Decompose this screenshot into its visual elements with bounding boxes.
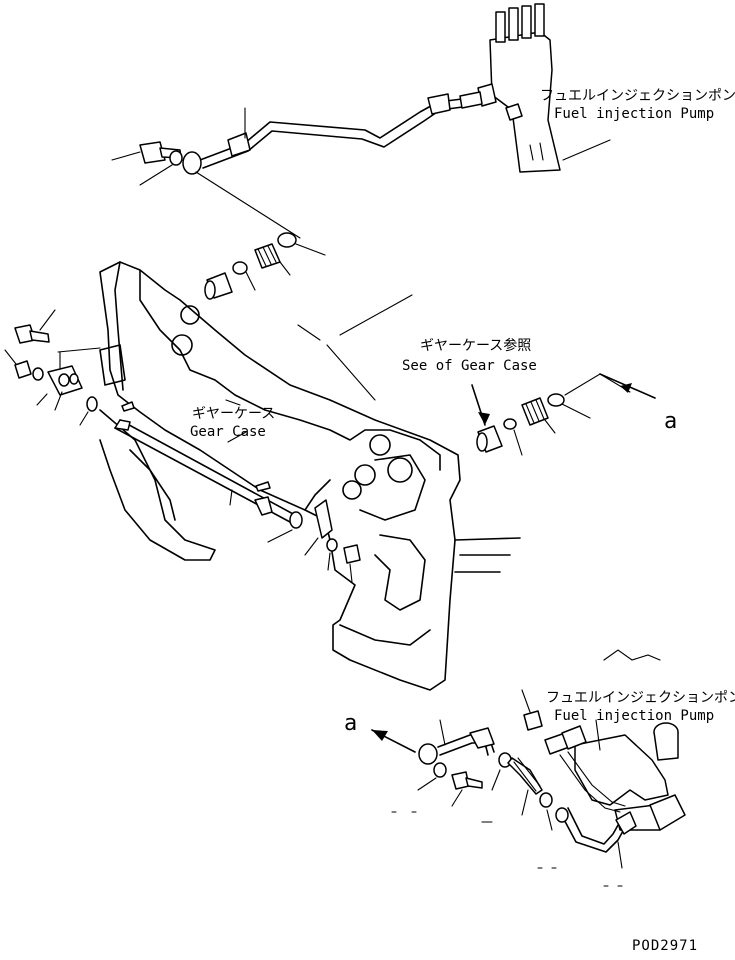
bellows-top bbox=[254, 243, 291, 276]
control-rod bbox=[114, 419, 296, 523]
pump-bottom-label-en: Fuel injection Pump bbox=[554, 708, 714, 724]
nut-top bbox=[505, 103, 523, 121]
marker-a-right: a bbox=[664, 409, 677, 434]
fuel-tube-bottom bbox=[555, 807, 637, 869]
washer-rod bbox=[267, 511, 303, 543]
see-gear-case-label-en: See of Gear Case bbox=[402, 358, 537, 374]
pump-top-label-jp: フュエルインジェクションポンプ bbox=[540, 88, 735, 104]
washer-bottom bbox=[417, 762, 447, 791]
clamp-top bbox=[277, 232, 326, 256]
clamp-right bbox=[503, 418, 523, 456]
washer-left-2 bbox=[79, 396, 98, 426]
washer-bottom-3 bbox=[539, 792, 553, 831]
nut-bottom bbox=[521, 689, 543, 731]
drawing-code: POD2971 bbox=[632, 938, 698, 954]
lever bbox=[304, 499, 333, 556]
fuel-tube-top bbox=[199, 91, 483, 169]
clamp-top-2 bbox=[232, 261, 256, 291]
washer-left bbox=[32, 367, 44, 381]
nut-lever bbox=[343, 544, 361, 583]
banjo-bolt-top bbox=[111, 141, 183, 186]
gear-case-label-en: Gear Case bbox=[190, 424, 266, 440]
key-pin-1 bbox=[121, 401, 135, 412]
washer-lever bbox=[326, 538, 338, 571]
fuel-injection-pump-bottom bbox=[574, 649, 686, 831]
pump-top-label-en: Fuel injection Pump bbox=[554, 106, 714, 122]
nut-left bbox=[4, 349, 32, 379]
gear-case bbox=[99, 261, 521, 691]
sleeve-top bbox=[204, 272, 233, 300]
marker-a-left: a bbox=[344, 711, 357, 736]
washer-bottom-2 bbox=[491, 752, 512, 791]
return-tube-bottom bbox=[418, 719, 495, 765]
key-pin-2 bbox=[255, 481, 271, 492]
bolt-bottom bbox=[451, 771, 483, 807]
bellows-right bbox=[521, 397, 556, 434]
fuel-injection-pump-top bbox=[477, 3, 611, 173]
pump-bottom-label-jp: フュエルインジェクションポンプ bbox=[546, 690, 735, 706]
banjo-fitting-top bbox=[182, 151, 301, 239]
see-gear-case-label-jp: ギヤーケース参照 bbox=[420, 337, 531, 354]
gear-case-label-jp: ギヤーケース bbox=[192, 406, 275, 422]
sleeve-right bbox=[476, 425, 503, 453]
bolt-left bbox=[14, 309, 56, 344]
banjo-bolt-bottom bbox=[507, 757, 543, 816]
union-fitting-bottom bbox=[544, 725, 626, 813]
bracket-left bbox=[36, 347, 101, 411]
clamp-right-2 bbox=[547, 373, 656, 419]
